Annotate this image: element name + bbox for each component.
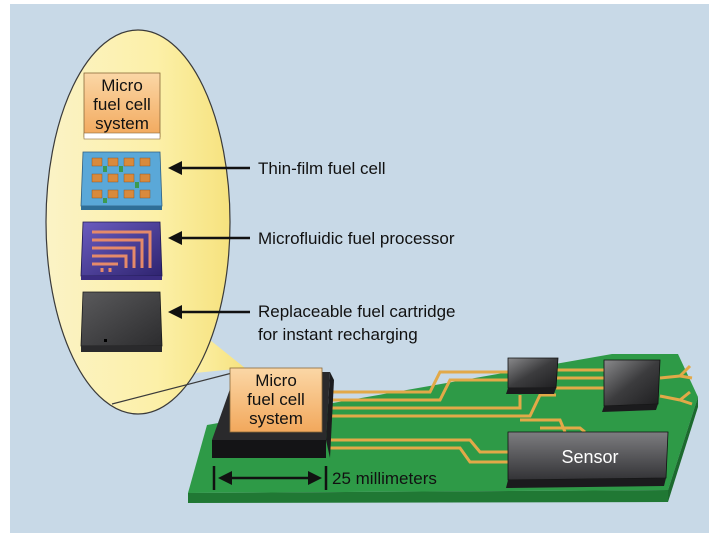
thin-film-label: Thin-film fuel cell: [258, 159, 386, 178]
top-chip-label-line-1: Micro: [101, 76, 143, 95]
arrow-left-icon: [168, 231, 182, 245]
arrow-left-icon: [218, 471, 232, 485]
board-chip-label-line-3: system: [249, 409, 303, 428]
sensor-label: Sensor: [561, 447, 618, 467]
board-chip-label-line-2: fuel cell: [247, 390, 305, 409]
microfluidic-label: Microfluidic fuel processor: [258, 229, 455, 248]
callout-edge: [111, 371, 237, 405]
sensor-component: Sensor: [506, 431, 669, 488]
small-chip: [506, 357, 559, 394]
micro-fuel-cell-chip-board: Micro fuel cell system: [212, 367, 334, 458]
connector-pins: [678, 364, 693, 406]
arrow-left-icon: [168, 305, 182, 319]
microfluidic-label-group: Microfluidic fuel processor: [168, 229, 455, 248]
fuel-cartridge-layer: [80, 291, 163, 352]
scale-bar: 25 millimeters: [212, 466, 437, 490]
cartridge-label-group: Replaceable fuel cartridge for instant r…: [168, 302, 456, 344]
thin-film-fuel-cell-layer: [80, 151, 163, 210]
micro-fuel-cell-chip-top: Micro fuel cell system: [83, 72, 161, 140]
arrow-right-icon: [308, 471, 322, 485]
right-chip: [602, 359, 661, 412]
cartridge-label-line-2: for instant recharging: [258, 325, 418, 344]
scale-label: 25 millimeters: [332, 469, 437, 488]
thin-film-label-group: Thin-film fuel cell: [168, 159, 386, 178]
circuit-traces: [330, 368, 681, 464]
cartridge-label-line-1: Replaceable fuel cartridge: [258, 302, 456, 321]
top-chip-label-line-3: system: [95, 114, 149, 133]
arrow-left-icon: [168, 161, 182, 175]
microfluidic-processor-layer: [80, 221, 163, 280]
top-chip-label-line-2: fuel cell: [93, 95, 151, 114]
board-chip-label-line-1: Micro: [255, 371, 297, 390]
